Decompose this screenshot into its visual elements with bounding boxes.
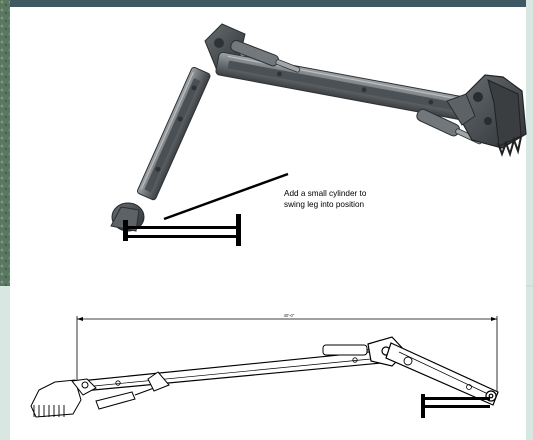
cylinder-annotation: Add a small cylinder to swing leg into p… (284, 188, 394, 210)
bucket-pin-1 (473, 92, 483, 102)
top-border-strip (0, 0, 533, 7)
lower-bottom-bracket (147, 371, 170, 392)
lower-bucket-body (30, 379, 82, 418)
annotation-line-2: swing leg into position (284, 200, 365, 210)
upper-cylinder-top (230, 40, 301, 73)
overall-dimension-label: 40'-0" (283, 313, 295, 318)
overall-dimension (76, 316, 498, 392)
upper-ground-bar-top (126, 226, 240, 229)
lower-ground-bar-left-post (421, 394, 425, 418)
upper-leg-bolt-2 (177, 116, 183, 122)
upper-ground-bar-bottom (126, 235, 240, 238)
upper-leg-bolt-3 (191, 85, 197, 91)
lower-bucket-pin (81, 381, 89, 389)
lower-leg-hole-1 (403, 356, 413, 366)
lower-bottom-cylinder (95, 371, 170, 410)
lower-boom-web-line (93, 357, 382, 387)
dimension-left-arrow (77, 317, 83, 321)
dimension-right-arrow (491, 317, 497, 321)
upper-ground-bar-symbol (123, 214, 241, 246)
lower-top-cylinder-barrel (322, 344, 368, 356)
right-top-frame (526, 0, 533, 440)
lower-ground-bar-symbol (421, 394, 490, 418)
lower-bottom-cylinder-rod (134, 387, 155, 396)
upper-3d-arm-drawing (110, 23, 527, 246)
upper-top-cylinder-rod (275, 59, 301, 73)
lower-leg-end-pin-center (488, 393, 494, 399)
lower-bucket-teeth (33, 405, 65, 417)
bucket-teeth (497, 136, 522, 158)
proposed-cylinder-line (163, 172, 289, 221)
lower-leg-web-line (398, 351, 489, 395)
upper-bucket-attachment (446, 74, 527, 158)
upper-boom-bolt-2 (361, 87, 367, 93)
bucket-side-face (487, 79, 522, 147)
bucket-pin-2 (484, 117, 492, 125)
lower-line-drawing (30, 316, 499, 418)
upper-ground-bar-left-post (123, 220, 128, 241)
left-photo-strip (0, 0, 10, 286)
upper-boom-web (227, 60, 460, 112)
annotation-line-1: Add a small cylinder to (284, 189, 367, 198)
upper-leg-highlight (140, 72, 194, 190)
lower-leg-hole-2 (466, 384, 472, 390)
upper-leg-bolt-1 (155, 166, 161, 172)
upper-boom-bolt-3 (428, 99, 434, 105)
bucket-link-bracket (446, 93, 476, 126)
lower-bottom-cylinder-barrel (95, 391, 136, 410)
upper-ground-bar-right-post (236, 214, 241, 246)
upper-proposed-cylinder-sketch (163, 172, 289, 221)
lower-boom-hole-1 (115, 380, 121, 386)
upper-leg-inner-panel (144, 78, 201, 193)
upper-boom-bolt-1 (277, 71, 282, 77)
upper-lower-leg (136, 66, 211, 201)
upper-foot-joint (110, 202, 145, 232)
lower-bucket-attachment (30, 378, 97, 418)
lower-boom-hole-2 (352, 357, 358, 363)
lower-ground-bar-top (424, 397, 490, 400)
lower-ground-bar-bottom (424, 405, 490, 408)
top-joint-pin (214, 38, 224, 48)
